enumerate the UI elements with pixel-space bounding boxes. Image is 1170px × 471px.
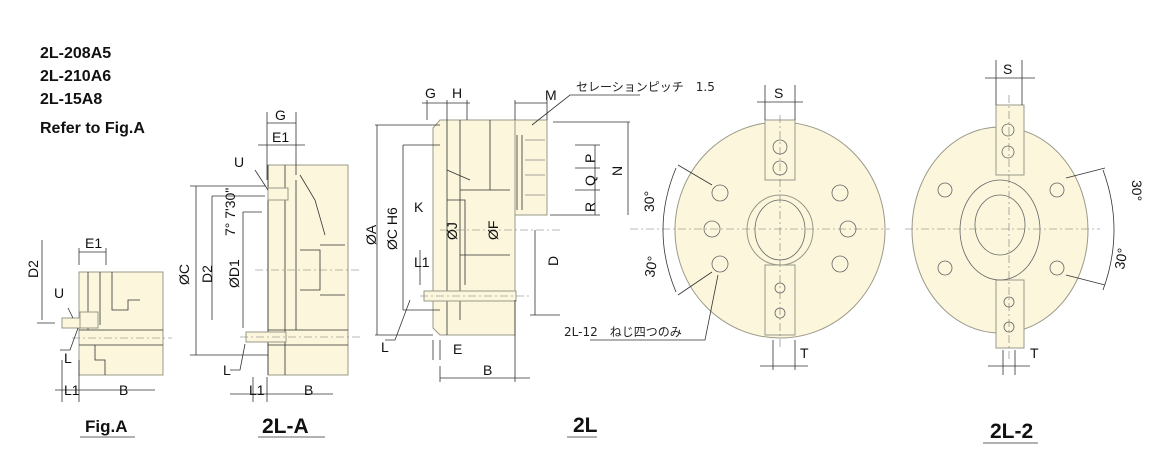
dim-l: L [223, 362, 231, 378]
dim-b: B [119, 382, 128, 398]
dim-g: G [275, 107, 286, 123]
dim-l: L [64, 350, 72, 366]
fig-2l-title: 2L [573, 414, 598, 437]
dim-u: U [234, 154, 244, 170]
refer-note: Refer to Fig.A [40, 120, 145, 137]
dim-s: S [774, 85, 783, 101]
dim-t: T [1030, 345, 1039, 361]
dim-e: E [453, 341, 462, 357]
dim-f: ØF [485, 221, 501, 240]
fig-2l-a: G E1 U 7° 7'30" ØC D2 ØD1 L L1 B 2L-A [176, 107, 362, 438]
dim-s: S [1003, 61, 1012, 77]
dim-u: U [54, 285, 64, 301]
dim-h: H [452, 85, 462, 101]
fig-2l-a-title: 2L-A [262, 415, 309, 438]
angle-bottom: 30° [1111, 247, 1130, 271]
dim-a: ØA [363, 224, 379, 245]
dim-g: G [425, 85, 436, 101]
dim-j: ØJ [444, 222, 460, 240]
thread-note: 2L-12 ねじ四つのみ [564, 325, 682, 339]
dim-e1: E1 [272, 129, 289, 145]
dim-k: K [414, 199, 424, 215]
dim-d1: ØD1 [226, 259, 242, 288]
angle-top: 30° [641, 191, 657, 212]
dim-b: B [483, 362, 492, 378]
dim-r: R [582, 202, 598, 212]
dim-l: L [381, 339, 389, 355]
dim-l1: L1 [249, 382, 265, 398]
fig-2l-side: ØA ØC H6 G H M セレーションピッチ 1.5 P Q R N K Ø… [363, 80, 715, 382]
dim-c-h6: ØC H6 [384, 207, 400, 250]
model-3: 2L-15A8 [40, 91, 102, 108]
serration-note: セレーションピッチ 1.5 [576, 80, 715, 94]
fig-2l2-title: 2L-2 [990, 420, 1033, 443]
fig-2l-front: S T 30° 30° 2L-12 ねじ四つのみ 2L [564, 85, 890, 438]
model-2: 2L-210A6 [40, 68, 111, 85]
dim-b: B [304, 382, 313, 398]
dim-l1: L1 [414, 254, 430, 270]
fig-a-title: Fig.A [85, 417, 128, 436]
dim-c: ØC [176, 264, 192, 285]
dim-m: M [545, 87, 557, 103]
dim-d2: D2 [25, 260, 41, 278]
dim-n: N [609, 166, 625, 176]
angle-bottom: 30° [641, 255, 660, 279]
dim-e1: E1 [85, 235, 102, 251]
dim-q: Q [582, 175, 598, 186]
fig-a: D2 E1 U L L1 B Fig.A [25, 235, 172, 438]
angle-top: 30° [1129, 180, 1145, 201]
dim-l1: L1 [64, 382, 80, 398]
fig-2l2-front: S T 30° 30° 2L-2 [905, 60, 1145, 444]
dim-t: T [800, 345, 809, 361]
dim-d2: D2 [199, 265, 215, 283]
dim-d: D [545, 256, 561, 266]
dim-taper: 7° 7'30" [222, 188, 238, 236]
dim-p: P [582, 154, 598, 163]
model-1: 2L-208A5 [40, 45, 111, 62]
